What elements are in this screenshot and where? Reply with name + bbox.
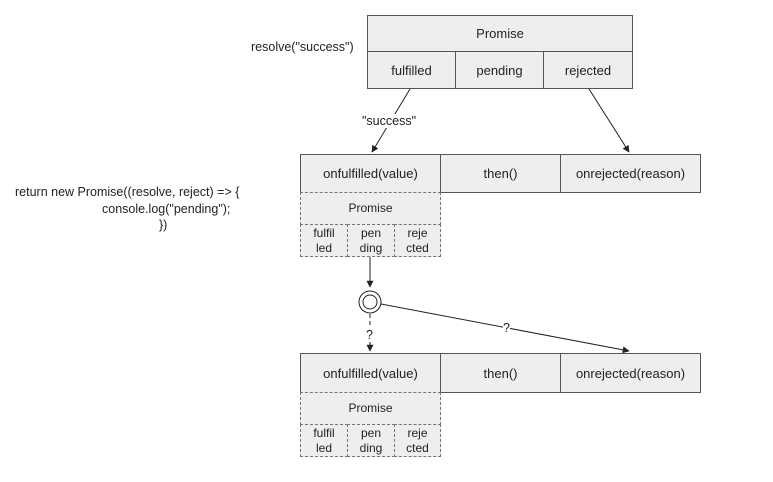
inner-promise-2-rejected: reje cted: [394, 424, 441, 457]
code-line-3: }): [159, 218, 168, 232]
code-line-1: return new Promise((resolve, reject) => …: [15, 185, 240, 199]
top-promise-state-fulfilled: fulfilled: [367, 51, 456, 89]
top-promise-title: Promise: [367, 15, 633, 52]
inner-promise-1-title: Promise: [300, 192, 441, 225]
top-promise-state-rejected: rejected: [543, 51, 633, 89]
row1-then: then(): [440, 154, 561, 193]
inner-promise-1-pending: pen ding: [347, 224, 395, 257]
resolve-call-label: resolve("success"): [251, 40, 354, 54]
inner-promise-1-fulfilled: fulfil led: [300, 224, 348, 257]
row1-onfulfilled: onfulfilled(value): [300, 154, 441, 193]
top-promise-state-pending: pending: [455, 51, 544, 89]
row2-onrejected: onrejected(reason): [560, 353, 701, 393]
inner-promise-2-pending: pen ding: [347, 424, 395, 457]
row2-onfulfilled: onfulfilled(value): [300, 353, 441, 393]
code-line-2: console.log("pending");: [102, 202, 231, 216]
arrow-rejected-to-onrejected: [588, 88, 630, 153]
row1-onrejected: onrejected(reason): [560, 154, 701, 193]
row2-then: then(): [440, 353, 561, 393]
inner-promise-2-fulfilled: fulfil led: [300, 424, 348, 457]
question-label-rejected: ?: [503, 321, 510, 335]
success-value-label: "success": [361, 114, 418, 128]
question-label-fulfilled: ?: [366, 328, 373, 342]
inner-promise-2-title: Promise: [300, 392, 441, 425]
decision-node-inner-icon: [362, 294, 378, 310]
inner-promise-1-rejected: reje cted: [394, 224, 441, 257]
